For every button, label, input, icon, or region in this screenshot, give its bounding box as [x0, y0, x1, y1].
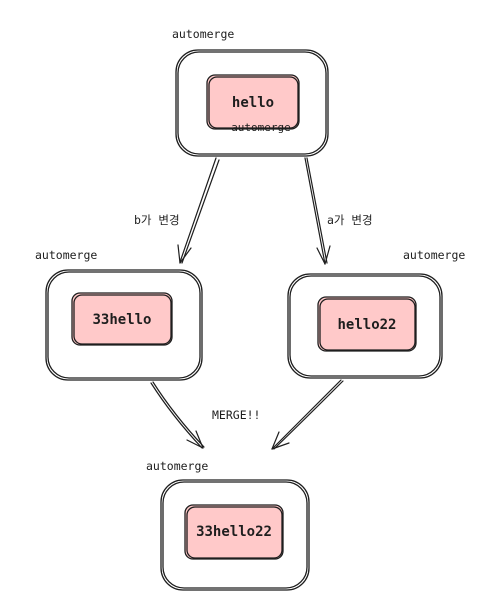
- edge-left-to-bottom: [150, 381, 205, 449]
- node-bottom-value-box: [184, 504, 284, 560]
- node-top-value: hello: [232, 95, 274, 111]
- node-right: automerge hello22: [287, 248, 465, 379]
- edge-top-to-left: [177, 157, 220, 264]
- merge-label: MERGE!!: [212, 408, 260, 422]
- node-top-overlap-caption: automerge: [231, 121, 291, 134]
- node-top-value-box: [206, 74, 300, 130]
- node-bottom-caption: automerge: [146, 459, 208, 473]
- node-top-caption: automerge: [172, 27, 234, 41]
- edge-right-to-bottom: [271, 379, 344, 450]
- edge-top-to-right: [304, 157, 331, 265]
- node-top: automerge hello automerge: [172, 27, 329, 157]
- node-right-caption: automerge: [403, 248, 465, 262]
- edge-top-to-right-label: a가 변경: [327, 213, 373, 227]
- node-right-value-box: [317, 296, 417, 352]
- node-left-value: 33hello: [92, 312, 151, 328]
- edge-top-to-left-label: b가 변경: [134, 213, 180, 227]
- node-left: automerge 33hello: [35, 248, 203, 381]
- node-bottom: automerge 33hello22: [146, 459, 310, 591]
- node-left-caption: automerge: [35, 248, 97, 262]
- node-left-value-box: [71, 292, 173, 346]
- node-bottom-value: 33hello22: [196, 524, 272, 540]
- node-right-value: hello22: [337, 317, 396, 333]
